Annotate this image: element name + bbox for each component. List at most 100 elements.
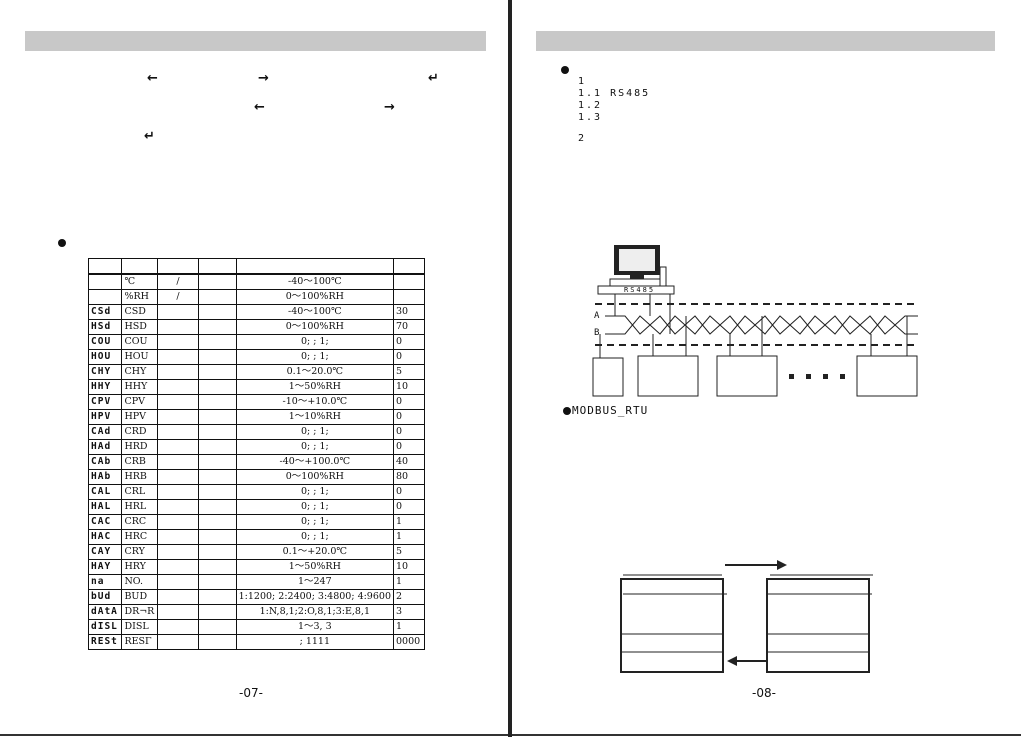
description-cell xyxy=(157,319,199,335)
param-code-cell: HRY xyxy=(121,559,159,575)
rs485-network-diagram xyxy=(592,245,918,397)
range-cell: 1～50%RH xyxy=(235,379,395,395)
left-arrow-icon: ← xyxy=(147,71,158,86)
description-cell xyxy=(197,364,237,380)
description-cell xyxy=(157,574,199,590)
range-cell: 0; ; 1; xyxy=(235,514,395,530)
table-header-row xyxy=(87,258,425,275)
default-cell: 40 xyxy=(393,454,425,470)
default-cell: 70 xyxy=(393,319,425,335)
description-cell xyxy=(197,439,237,455)
segment-code-cell: CAL xyxy=(87,484,123,500)
description-cell xyxy=(197,334,237,350)
description-cell xyxy=(197,574,237,590)
param-code-cell: CRD xyxy=(121,424,159,440)
range-cell: 0; ; 1; xyxy=(235,334,395,350)
description-cell xyxy=(157,544,199,560)
param-code-cell: HSD xyxy=(121,319,159,335)
description-cell xyxy=(157,499,199,515)
description-cell xyxy=(157,634,199,650)
default-cell: 0 xyxy=(393,499,425,515)
description-cell xyxy=(197,469,237,485)
default-cell: 1 xyxy=(393,574,425,590)
page-divider xyxy=(508,0,512,737)
description-cell xyxy=(157,424,199,440)
description-cell xyxy=(157,604,199,620)
param-code-cell: CPV xyxy=(121,394,159,410)
default-cell: 2 xyxy=(393,589,425,605)
param-code-cell: CRY xyxy=(121,544,159,560)
segment-code-cell: HAd xyxy=(87,439,123,455)
range-cell: 0; ; 1; xyxy=(235,529,395,545)
default-cell: 1 xyxy=(393,514,425,530)
segment-code-cell: HSd xyxy=(87,319,123,335)
default-cell: 1 xyxy=(393,529,425,545)
segment-code-cell: HAb xyxy=(87,469,123,485)
toc-item: 2 xyxy=(578,133,587,144)
range-cell: 0; ; 1; xyxy=(235,484,395,500)
segment-code-cell: HAC xyxy=(87,529,123,545)
description-cell xyxy=(157,454,199,470)
segment-code-cell xyxy=(87,289,123,305)
segment-code-cell: bUd xyxy=(87,589,123,605)
line-b-label: B xyxy=(594,328,600,338)
default-cell: 0 xyxy=(393,484,425,500)
default-cell: 10 xyxy=(393,379,425,395)
description-cell xyxy=(157,364,199,380)
description-cell xyxy=(197,379,237,395)
param-code-cell: HRD xyxy=(121,439,159,455)
description-cell xyxy=(157,559,199,575)
description-cell xyxy=(157,304,199,320)
default-cell: 5 xyxy=(393,544,425,560)
toc-item: 1.2 xyxy=(578,100,603,111)
enter-arrow-icon: ↵ xyxy=(428,71,439,86)
section-bullet-icon xyxy=(58,239,66,247)
description-cell xyxy=(157,334,199,350)
description-cell xyxy=(197,499,237,515)
frame-exchange-diagram xyxy=(620,560,873,673)
range-cell: 0～100%RH xyxy=(235,469,395,485)
segment-code-cell: CAb xyxy=(87,454,123,470)
description-cell: / xyxy=(157,289,199,305)
segment-code-cell: COU xyxy=(87,334,123,350)
param-code-cell: CRB xyxy=(121,454,159,470)
range-cell: -40～100℃ xyxy=(235,304,395,320)
range-cell: ; 1111 xyxy=(235,634,395,650)
page-number-left: -07- xyxy=(239,686,263,700)
description-cell xyxy=(157,514,199,530)
twisted-pair-line xyxy=(605,315,918,335)
range-cell: 1:1200; 2:2400; 3:4800; 4:9600 xyxy=(235,589,395,605)
description-cell xyxy=(197,604,237,620)
range-cell: 0; ; 1; xyxy=(235,499,395,515)
description-cell xyxy=(157,379,199,395)
default-cell: 80 xyxy=(393,469,425,485)
description-cell xyxy=(197,544,237,560)
param-code-cell: ℃ xyxy=(121,273,159,290)
range-cell: 0.1～20.0℃ xyxy=(235,364,395,380)
default-cell: 0 xyxy=(393,439,425,455)
toc-item: 1.1 RS485 xyxy=(578,88,651,99)
segment-code-cell: dAtA xyxy=(87,604,123,620)
segment-code-cell: dISL xyxy=(87,619,123,635)
param-code-cell: CHY xyxy=(121,364,159,380)
rs485-converter-box xyxy=(597,285,675,295)
segment-code-cell: HAL xyxy=(87,499,123,515)
description-cell xyxy=(197,484,237,500)
range-cell: 0; ; 1; xyxy=(235,349,395,365)
modbus-bullet-icon xyxy=(563,407,571,415)
bottom-rule-left xyxy=(0,734,508,736)
range-cell: 0～100%RH xyxy=(235,319,395,335)
param-code-cell: COU xyxy=(121,334,159,350)
